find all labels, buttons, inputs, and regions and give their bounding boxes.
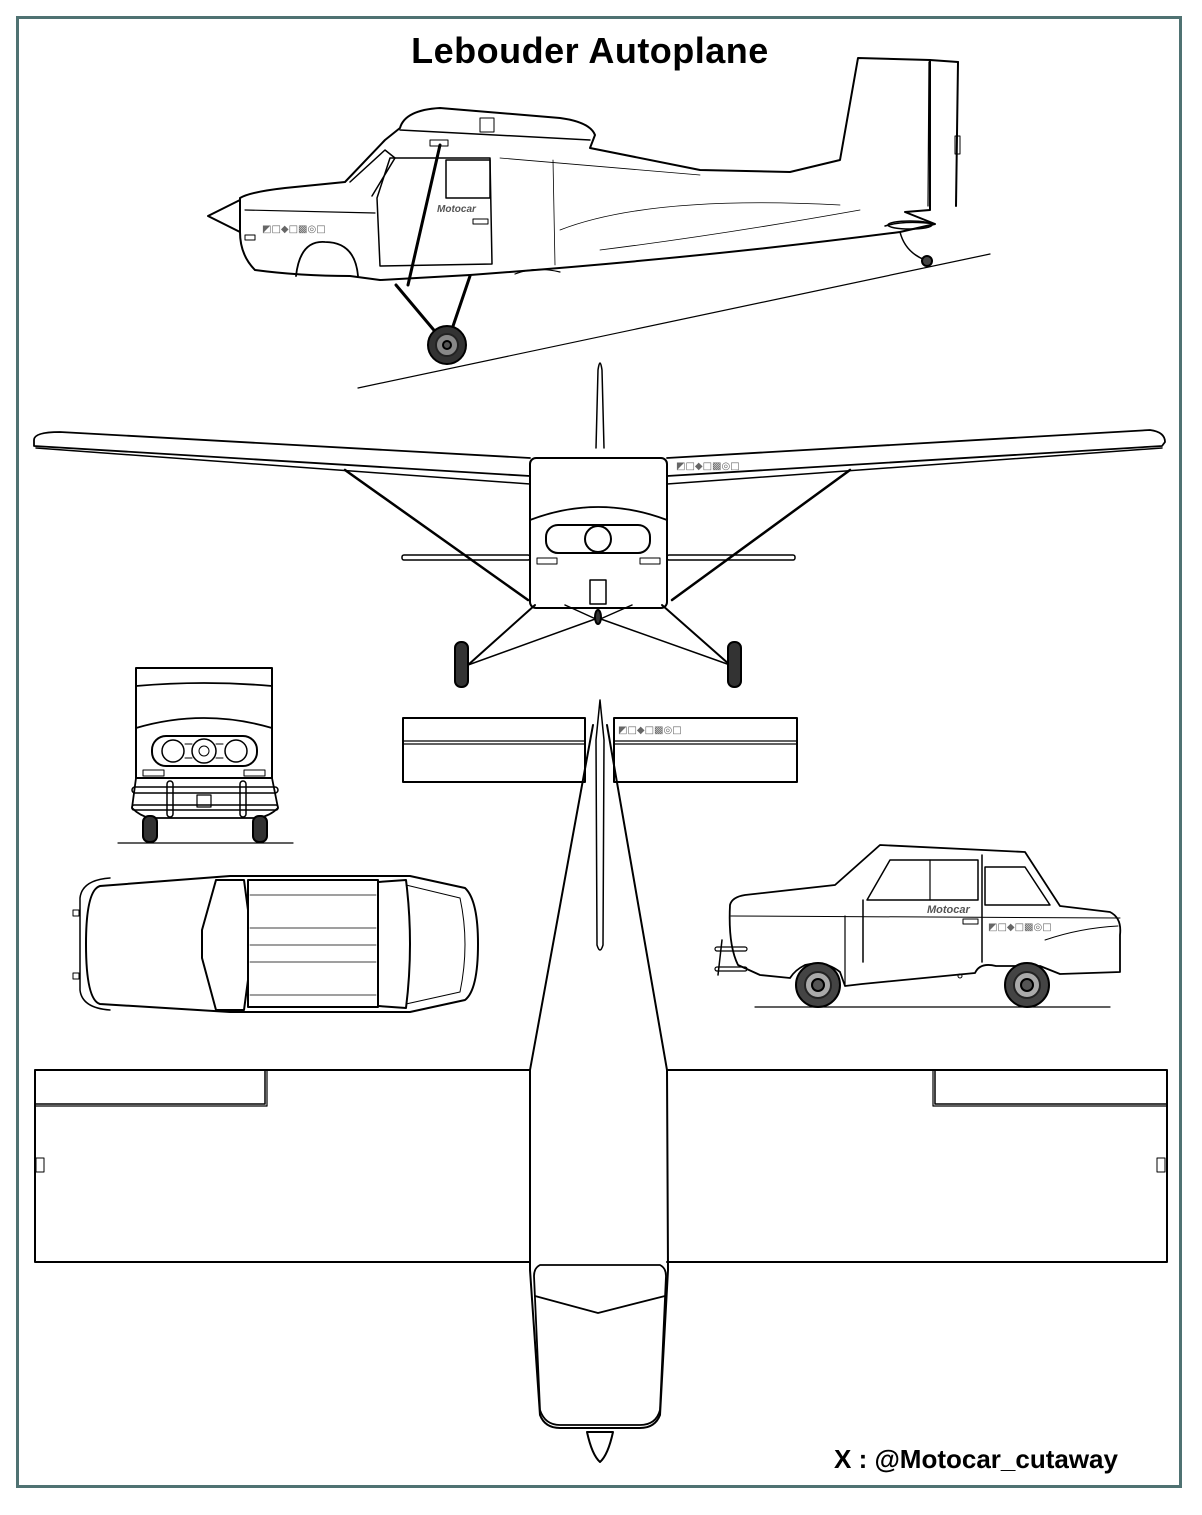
plane-tail-top-view xyxy=(402,717,798,783)
plane-side-motocar-label: Motocar xyxy=(437,204,477,215)
car-front-view xyxy=(117,667,294,844)
plane-front-view xyxy=(33,362,1166,688)
plane-side-registration: ◩□◆□▩◎□ xyxy=(262,224,326,235)
author-credit: X : @Motocar_cutaway xyxy=(834,1444,1118,1474)
drawing-frame xyxy=(16,16,1182,1488)
plane-side-view xyxy=(207,57,991,389)
car-side-motocar-label: Motocar xyxy=(927,904,971,916)
car-side-view xyxy=(714,844,1122,1008)
plane-front-registration: ◩□◆□▩◎□ xyxy=(676,461,740,472)
plane-top-view xyxy=(34,699,1168,1463)
car-top-view xyxy=(72,875,479,1013)
page-title: Lebouder Autoplane xyxy=(411,30,769,71)
car-side-registration: ◩□◆□▩◎□ xyxy=(988,922,1052,933)
tail-top-registration: ◩□◆□▩◎□ xyxy=(618,725,682,736)
